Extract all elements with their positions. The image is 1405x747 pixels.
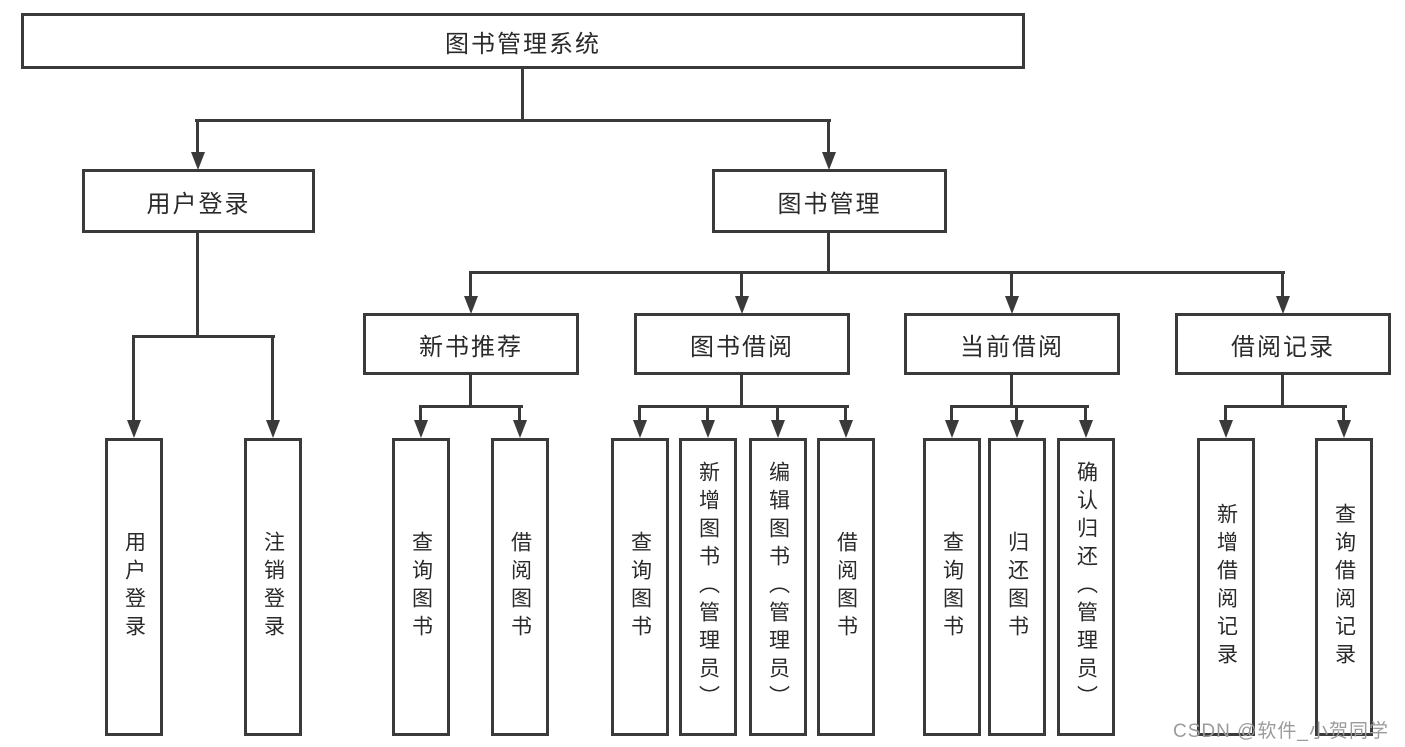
csdn-watermark: CSDN @软件_小贺同学 [1173,721,1389,742]
arrow-down-icon [822,152,836,170]
connector-leaf-line [1084,406,1087,422]
leaf-add-borrow-record: 新增借阅记录 [1197,438,1255,736]
connector-leaf-line [1342,406,1345,422]
arrow-down-icon [191,152,205,170]
arrow-down-icon [839,420,853,438]
arrow-down-icon [127,420,141,438]
connector-level3-line [1281,273,1284,298]
leaf-query-books-borrow: 查询图书 [611,438,669,736]
connector-level3-hline [469,271,1285,274]
arrow-down-icon [945,420,959,438]
leaf-query-borrow-record: 查询借阅记录 [1315,438,1373,736]
connector-book-borrow-hline [638,405,849,408]
connector-leaf-line [950,406,953,422]
leaf-add-books-admin: 新增图书（管理员） [679,438,737,736]
connector-leaf-line [271,336,274,422]
node-user-login: 用户登录 [82,169,315,233]
connector-book-mgmt-stub-line [827,233,830,273]
connector-borrow-records-stub-line [1281,374,1284,407]
leaf-borrow-books-newbooks: 借阅图书 [491,438,549,736]
arrow-down-icon [414,420,428,438]
leaf-query-books-current: 查询图书 [923,438,981,736]
connector-level2-hline [195,119,831,122]
leaf-return-books: 归还图书 [988,438,1046,736]
connector-leaf-line [638,406,641,422]
connector-user-login-stub-line [196,233,199,337]
arrow-down-icon [513,420,527,438]
node-book-mgmt: 图书管理 [712,169,947,233]
connector-leaf-line [706,406,709,422]
leaf-edit-books-admin: 编辑图书（管理员） [749,438,807,736]
connector-current-borrow-stub-line [1010,374,1013,407]
arrow-down-icon [701,420,715,438]
arrow-down-icon [735,296,749,314]
arrow-down-icon [266,420,280,438]
connector-leaf-line [844,406,847,422]
connector-to-book-mgmt-line [827,120,830,154]
arrow-down-icon [1276,296,1290,314]
connector-level3-line [469,273,472,298]
arrow-down-icon [633,420,647,438]
connector-to-user-login-line [196,120,199,154]
connector-root-stub-line [521,69,524,121]
connector-leaf-line [518,406,521,422]
leaf-logout: 注销登录 [244,438,302,736]
connector-user-login-hline [132,335,275,338]
connector-leaf-line [776,406,779,422]
connector-new-books-stub-line [469,374,472,407]
connector-level3-line [1010,273,1013,298]
arrow-down-icon [1079,420,1093,438]
arrow-down-icon [771,420,785,438]
leaf-borrow-books: 借阅图书 [817,438,875,736]
node-book-borrow: 图书借阅 [634,313,850,375]
connector-new-books-hline [419,405,523,408]
arrow-down-icon [1337,420,1351,438]
arrow-down-icon [1005,296,1019,314]
connector-current-borrow-hline [950,405,1089,408]
connector-book-borrow-stub-line [740,374,743,407]
connector-level3-line [740,273,743,298]
leaf-confirm-return-admin: 确认归还（管理员） [1057,438,1115,736]
arrow-down-icon [464,296,478,314]
node-current-borrow: 当前借阅 [904,313,1120,375]
arrow-down-icon [1219,420,1233,438]
leaf-user-login: 用户登录 [105,438,163,736]
node-root: 图书管理系统 [21,13,1025,69]
node-borrow-records: 借阅记录 [1175,313,1391,375]
leaf-query-books-newbooks: 查询图书 [392,438,450,736]
connector-leaf-line [132,336,135,422]
connector-leaf-line [1015,406,1018,422]
connector-borrow-records-hline [1224,405,1347,408]
node-new-books: 新书推荐 [363,313,579,375]
connector-leaf-line [1224,406,1227,422]
connector-leaf-line [419,406,422,422]
arrow-down-icon [1010,420,1024,438]
